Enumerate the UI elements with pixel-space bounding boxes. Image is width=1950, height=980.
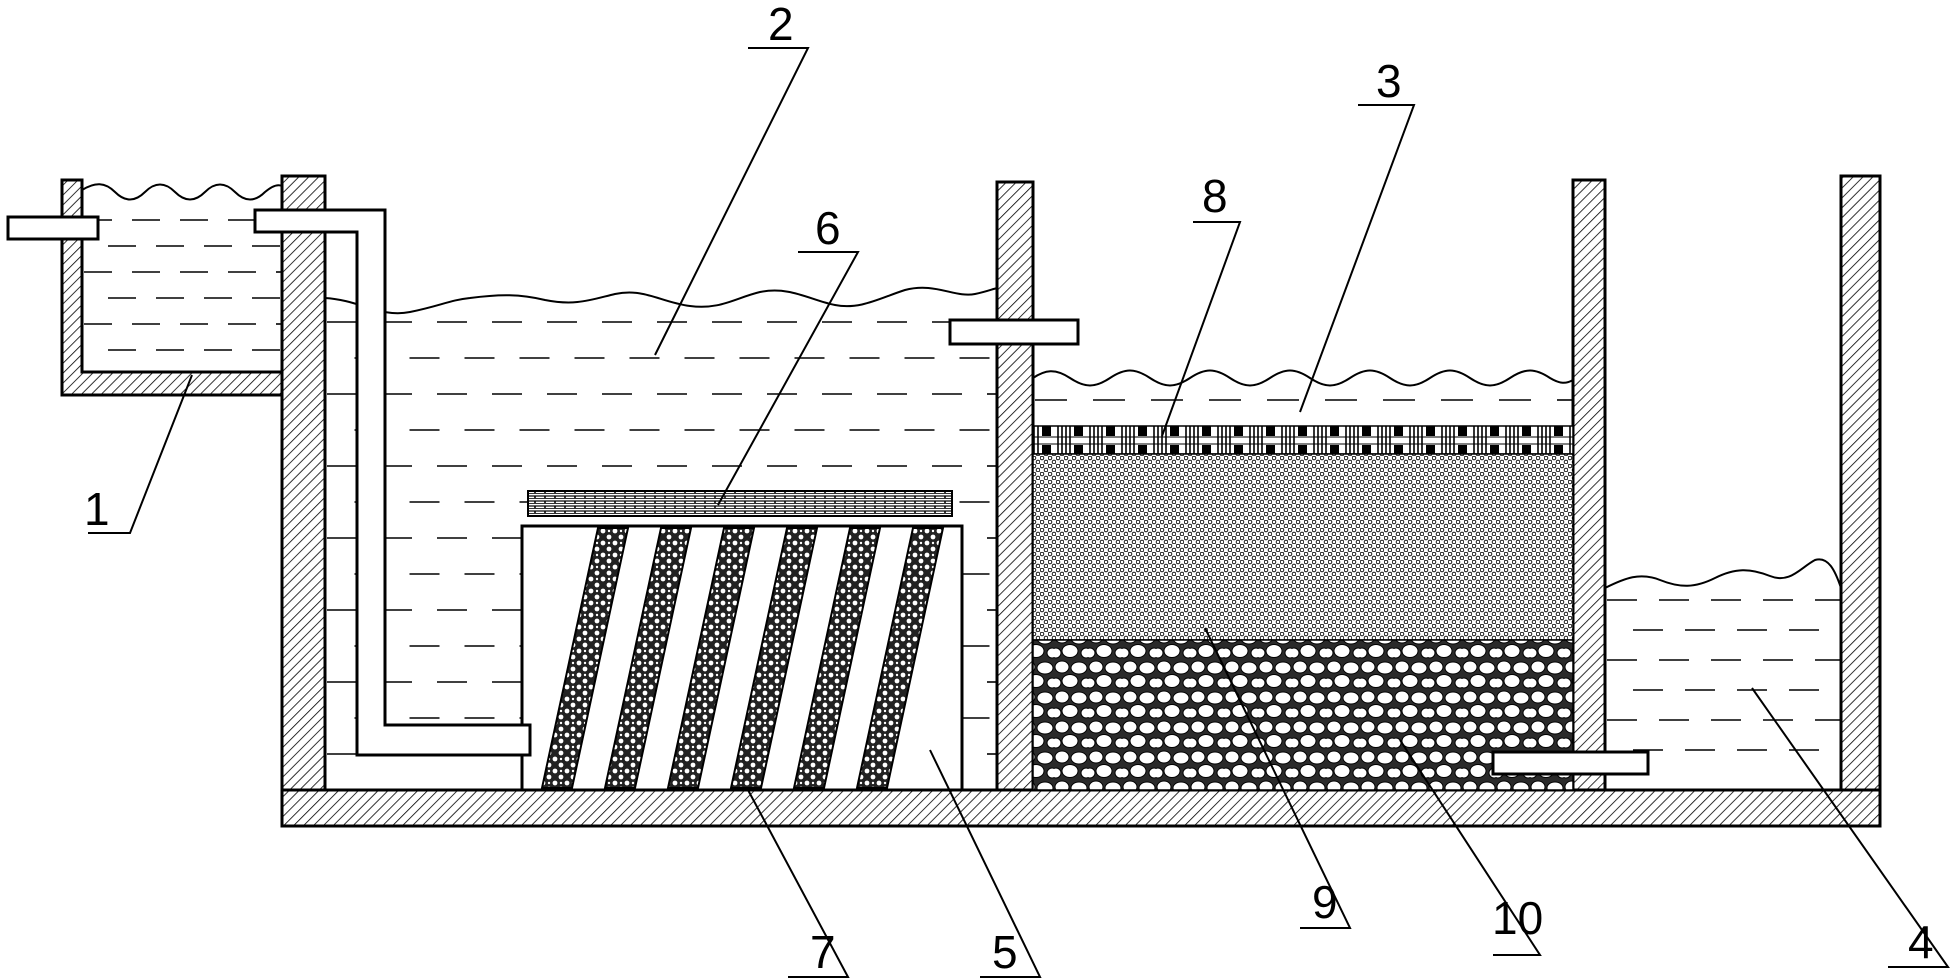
callout-label-3: 3 [1376, 55, 1402, 107]
wall-d [1839, 174, 1882, 792]
pipes [6, 208, 1650, 776]
distribution-plate [527, 490, 953, 517]
callout-label-5: 5 [992, 926, 1018, 978]
clear-water-tank-surface [1604, 558, 1842, 589]
fine-filter-layer [1032, 453, 1574, 641]
callout-label-4: 4 [1908, 916, 1934, 968]
clear-water-tank [1604, 558, 1842, 751]
overflow-pipe [948, 318, 1080, 346]
tank-bottom-slab [280, 788, 1882, 828]
callout-7: 7 [747, 789, 850, 978]
inlet-tank-water [84, 219, 282, 351]
callout-4: 4 [1751, 687, 1950, 968]
callout-5: 5 [929, 749, 1042, 978]
callout-label-9: 9 [1312, 876, 1338, 928]
inclined-tube [666, 527, 756, 789]
callout-10: 10 [1399, 739, 1543, 956]
callout-3: 3 [1299, 55, 1416, 413]
callout-1: 1 [84, 374, 193, 535]
outlet-pipe [1491, 750, 1650, 776]
transfer-pipe [253, 208, 532, 757]
main-structure [280, 174, 1882, 828]
mesh-layer [1032, 425, 1574, 455]
wall-c [1571, 178, 1607, 792]
inclined-tube [603, 527, 693, 789]
callout-label-10: 10 [1492, 892, 1543, 944]
callout-9: 9 [1204, 627, 1352, 929]
inclined-tube [855, 527, 945, 789]
gravel-layer [1032, 639, 1574, 791]
inlet-tank [60, 178, 284, 397]
callout-label-1: 1 [84, 483, 110, 535]
inclined-tubes [540, 527, 945, 789]
callout-6: 6 [717, 202, 860, 506]
callout-label-8: 8 [1202, 170, 1228, 222]
inclined-tube [729, 527, 819, 789]
callout-label-2: 2 [768, 0, 794, 50]
inclined-tube [540, 527, 630, 789]
callout-label-7: 7 [810, 926, 836, 978]
callout-8: 8 [1161, 170, 1242, 437]
filter-tank-water-surface [1032, 369, 1574, 387]
inlet-tank-wall [60, 178, 284, 397]
inlet-tank-water-surface [81, 183, 283, 201]
wall-a [280, 174, 327, 792]
clear-water-tank-water [1607, 599, 1841, 751]
inclined-tube [792, 527, 882, 789]
callouts: 1 2 3 4 5 6 7 8 [84, 0, 1950, 978]
callout-2: 2 [654, 0, 810, 356]
reaction-tank-water-surface [324, 286, 998, 315]
wall-b [995, 180, 1035, 792]
filter-tank [1032, 369, 1574, 791]
callout-label-6: 6 [815, 202, 841, 254]
inlet-pipe [6, 215, 100, 241]
settling-unit [520, 490, 964, 792]
